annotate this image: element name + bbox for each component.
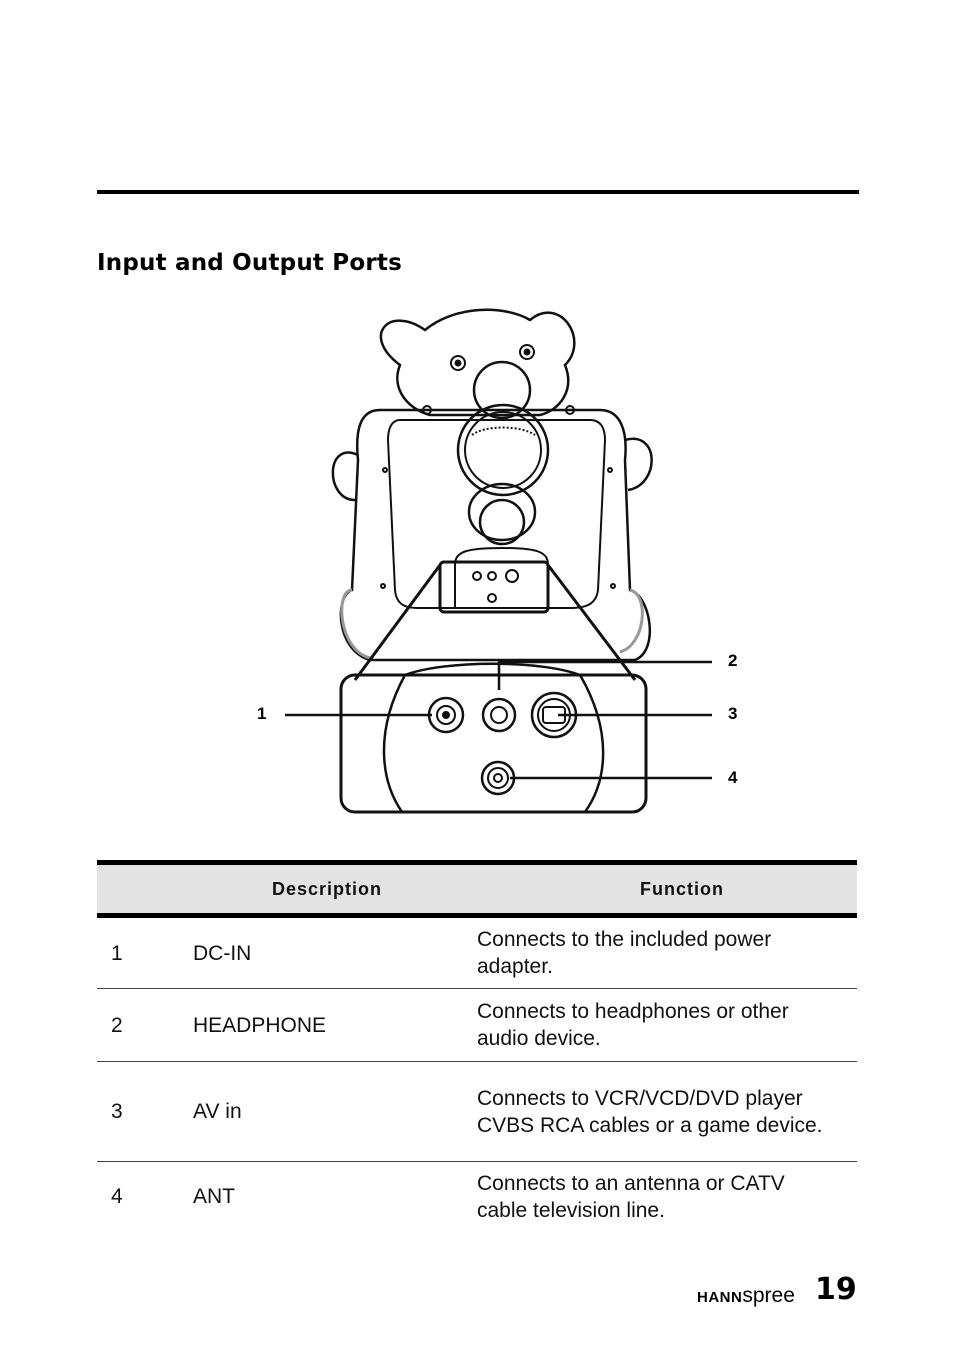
ports-table: Description Function 1 DC-IN Connects to… xyxy=(97,860,857,1232)
page-number: 19 xyxy=(815,1272,857,1307)
callout-3: 3 xyxy=(728,704,738,723)
row-function: Connects to the included power adapter. xyxy=(477,915,857,989)
row-description: DC-IN xyxy=(193,915,477,989)
bear-body-outline xyxy=(331,405,653,662)
table-row: 3 AV in Connects to VCR/VCD/DVD player C… xyxy=(97,1061,857,1162)
top-rule xyxy=(97,190,859,194)
brand-logo: HANNspree xyxy=(697,1284,795,1308)
table-row: 1 DC-IN Connects to the included power a… xyxy=(97,915,857,989)
table-row: 2 HEADPHONE Connects to headphones or ot… xyxy=(97,988,857,1062)
port-closeup xyxy=(339,662,648,814)
bear-head-outline xyxy=(379,308,576,420)
row-function: Connects to an antenna or CATV cable tel… xyxy=(477,1171,785,1222)
stand-ring xyxy=(456,403,550,546)
callout-4: 4 xyxy=(728,768,738,787)
header-function: Function xyxy=(477,860,857,918)
row-function: Connects to headphones or other audio de… xyxy=(477,988,857,1062)
port-panel-small xyxy=(438,546,550,614)
row-description: AV in xyxy=(193,1061,477,1162)
table-header-row: Description Function xyxy=(97,860,857,918)
callout-1: 1 xyxy=(257,704,267,723)
row-number: 3 xyxy=(97,1061,193,1162)
header-description: Description xyxy=(97,860,477,918)
row-number: 1 xyxy=(97,915,193,989)
row-description: ANT xyxy=(193,1185,235,1209)
device-back-illustration xyxy=(240,290,760,820)
row-number: 4 xyxy=(111,1185,123,1209)
row-number: 2 xyxy=(97,988,193,1062)
brand-bold: HANN xyxy=(697,1289,743,1306)
brand-light: spree xyxy=(742,1284,795,1307)
row-function: Connects to VCR/VCD/DVD player CVBS RCA … xyxy=(477,1061,857,1162)
section-title: Input and Output Ports xyxy=(97,250,402,276)
row-description: HEADPHONE xyxy=(193,988,477,1062)
callout-2: 2 xyxy=(728,651,738,670)
table-row: 4 ANT Connects to an antenna or CATV cab… xyxy=(97,1162,857,1232)
